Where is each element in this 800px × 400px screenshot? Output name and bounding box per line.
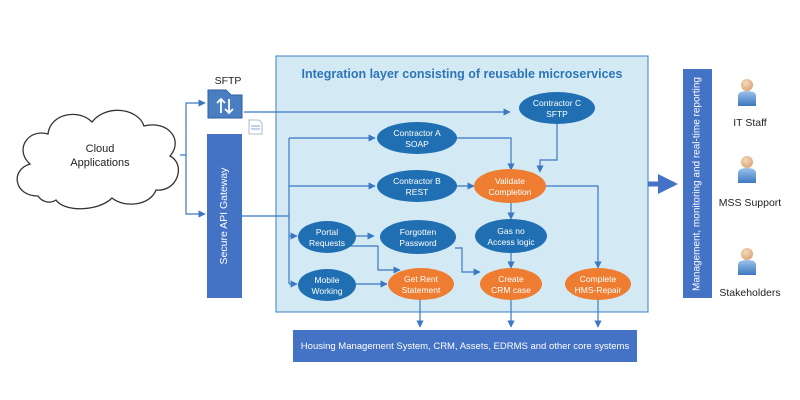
- node-contractor-a: Contractor A SOAP: [377, 122, 457, 154]
- node-create-crm-case: Create CRM case: [480, 268, 542, 300]
- connectors: [180, 99, 602, 328]
- connector-cloud-gateway: [185, 155, 206, 218]
- sftp-label: SFTP: [215, 75, 242, 87]
- node-contractor-c: Contractor C SFTP: [519, 92, 595, 124]
- node-forgotten-password: Forgotten Password: [380, 220, 456, 254]
- node-crm-line1: Create: [498, 274, 524, 284]
- node-validate-completion: Validate Completion: [474, 169, 546, 203]
- person-label-stakeholders: Stakeholders: [719, 287, 780, 299]
- node-crm-line2: CRM case: [491, 285, 531, 295]
- node-validate-line2: Completion: [489, 187, 532, 197]
- node-hms-line2: HMS-Repair: [575, 285, 622, 295]
- node-contractor-b: Contractor B REST: [377, 170, 457, 202]
- person-icon: [738, 79, 756, 106]
- node-contractor-b-line2: REST: [406, 187, 429, 197]
- person-mss-support: MSS Support: [719, 156, 782, 209]
- person-it-staff: IT Staff: [733, 79, 767, 129]
- person-icon: [738, 156, 756, 183]
- panel-title: Integration layer consisting of reusable…: [302, 67, 623, 81]
- node-gas-line1: Gas no: [497, 226, 525, 236]
- secure-api-gateway: [207, 134, 242, 298]
- node-get-rent-statement: Get Rent Statement: [388, 268, 454, 300]
- document-icon: [248, 119, 263, 135]
- connector-cloud-sftp: [180, 99, 206, 156]
- node-complete-hms-repair: Complete HMS-Repair: [565, 268, 631, 300]
- connector-forgotten-crm: [455, 247, 481, 276]
- node-gas-no-access: Gas no Access logic: [475, 219, 547, 253]
- node-gas-line2: Access logic: [487, 237, 535, 247]
- node-rent-line1: Get Rent: [404, 274, 439, 284]
- node-mobile-line1: Mobile: [314, 275, 339, 285]
- node-hms-line1: Complete: [580, 274, 617, 284]
- sftp-icon: [207, 89, 243, 119]
- node-validate-line1: Validate: [495, 176, 525, 186]
- node-contractor-a-line1: Contractor A: [393, 128, 441, 138]
- node-forgotten-line2: Password: [399, 238, 437, 248]
- gateway-label: Secure API Gateway: [218, 167, 230, 265]
- node-forgotten-line1: Forgotten: [400, 227, 437, 237]
- node-portal-line1: Portal: [316, 227, 338, 237]
- node-contractor-a-line2: SOAP: [405, 139, 429, 149]
- core-systems-label: Housing Management System, CRM, Assets, …: [301, 341, 630, 352]
- core-systems-bar: [293, 330, 637, 362]
- cloud-shape: [16, 109, 180, 210]
- reporting-label: Management, monitoring and real-time rep…: [692, 77, 703, 291]
- node-contractor-c-line2: SFTP: [546, 109, 568, 119]
- cloud-applications: Cloud Applications: [16, 109, 180, 210]
- node-mobile-line2: Working: [311, 286, 342, 296]
- connector-contractor-c-validate: [536, 123, 558, 173]
- connector-contractor-a-validate: [457, 137, 515, 171]
- person-icon: [738, 248, 756, 275]
- node-mobile-working: Mobile Working: [298, 269, 356, 301]
- person-stakeholders: Stakeholders: [719, 248, 781, 299]
- cloud-label-line1: Cloud: [86, 143, 115, 155]
- reporting-bar: [683, 69, 712, 298]
- connector-portal-rent: [348, 245, 401, 274]
- connector-validate-hms: [546, 185, 602, 269]
- person-label-it-staff: IT Staff: [733, 117, 767, 129]
- node-rent-line2: Statement: [402, 285, 441, 295]
- cloud-label-line2: Applications: [70, 157, 130, 169]
- person-label-mss-support: MSS Support: [719, 197, 782, 209]
- node-contractor-c-line1: Contractor C: [533, 98, 581, 108]
- node-contractor-b-line1: Contractor B: [393, 176, 441, 186]
- node-portal-line2: Requests: [309, 238, 345, 248]
- node-portal-requests: Portal Requests: [298, 221, 356, 253]
